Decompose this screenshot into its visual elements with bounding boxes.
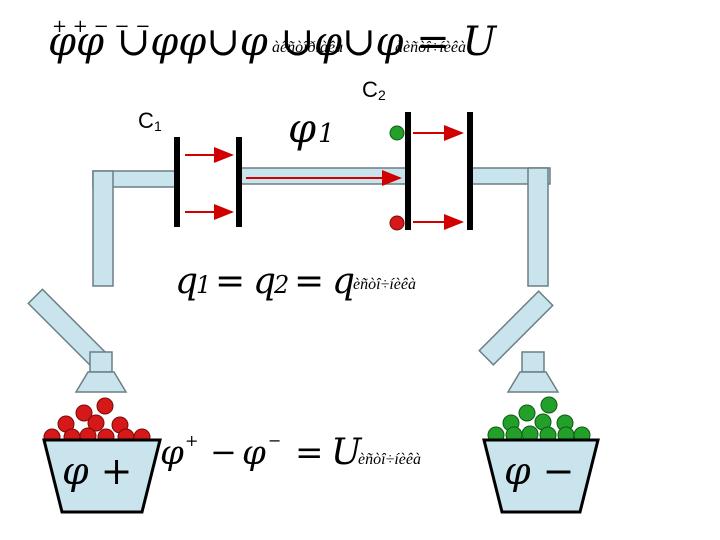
c2-right-plate	[467, 112, 473, 230]
middle-conductor	[239, 167, 407, 185]
right-wire-base	[521, 351, 545, 373]
c1-label-sub: 1	[154, 118, 162, 134]
left-wire-vertical	[92, 170, 114, 287]
c2-label-sub: 2	[378, 87, 386, 103]
header-formula-main: φφ ∪φφ∪φ ∪φ∪φ = U	[48, 19, 497, 65]
left-container-label: φ +	[62, 449, 133, 493]
charge-eq-q1: q	[175, 261, 198, 302]
left-charge-container: φ +	[42, 397, 162, 514]
voltage-eq-U: U	[331, 432, 363, 473]
right-container-label: φ −	[504, 449, 575, 493]
charge-eq-q: q	[332, 261, 355, 302]
negative-charge-dot	[389, 125, 405, 141]
voltage-equation: φ + − φ − = U èñòî÷íèêà	[160, 431, 421, 473]
right-connector-funnel	[506, 371, 560, 393]
voltage-eq-equals: =	[295, 433, 324, 473]
charge-eq-q2: q	[253, 261, 276, 302]
c1-label: C	[138, 108, 154, 133]
header-garble-a: àêñòîðíàêà	[272, 39, 343, 56]
positive-charge-dot	[389, 215, 405, 231]
positive-charges	[43, 397, 151, 446]
phi1-label-sub: 1	[318, 119, 335, 149]
right-wire-diagonal	[478, 290, 554, 366]
charge-eq-sub1: 1	[196, 271, 211, 299]
charge-eq-garble-sub: èñòî÷íèêà	[353, 276, 416, 293]
left-container-bowl	[42, 438, 162, 514]
charge-eq-equals2: =	[294, 261, 324, 302]
field-arrows	[185, 125, 464, 230]
left-wire-base	[89, 351, 113, 373]
header-garble-b: àèñòî÷íèêà	[395, 39, 466, 56]
phi1-label: φ	[288, 106, 316, 152]
c2-label: C	[362, 77, 378, 102]
header-formula: φφ ∪φφ∪φ ∪φ∪φ = U + + − − − àêñòîðíàêà à…	[48, 16, 497, 65]
charge-eq-equals1: =	[215, 261, 245, 302]
voltage-eq-phi-plus: φ	[160, 433, 184, 473]
right-container-bowl	[482, 438, 600, 514]
voltage-eq-sup-plus: +	[185, 431, 198, 450]
c1-left-plate	[174, 137, 180, 227]
negative-charges	[487, 396, 591, 444]
c1-right-plate	[236, 137, 242, 227]
left-connector-funnel	[74, 371, 128, 393]
left-wire	[27, 170, 178, 374]
voltage-eq-sup-minus: −	[268, 431, 281, 450]
right-wire-vertical	[527, 167, 549, 287]
right-charge-container: φ −	[482, 396, 600, 514]
c2-left-plate	[405, 112, 411, 230]
voltage-eq-minus: −	[210, 433, 237, 471]
voltage-eq-garble-sub: èñòî÷íèêà	[358, 451, 421, 468]
header-formula-superscripts: + + − − −	[52, 16, 150, 37]
right-wire	[469, 167, 554, 373]
charge-eq-sub2: 2	[273, 271, 289, 299]
voltage-eq-phi-minus: φ	[242, 433, 266, 473]
charge-equation: q 1 = q 2 = q èñòî÷íèêà	[175, 261, 416, 302]
